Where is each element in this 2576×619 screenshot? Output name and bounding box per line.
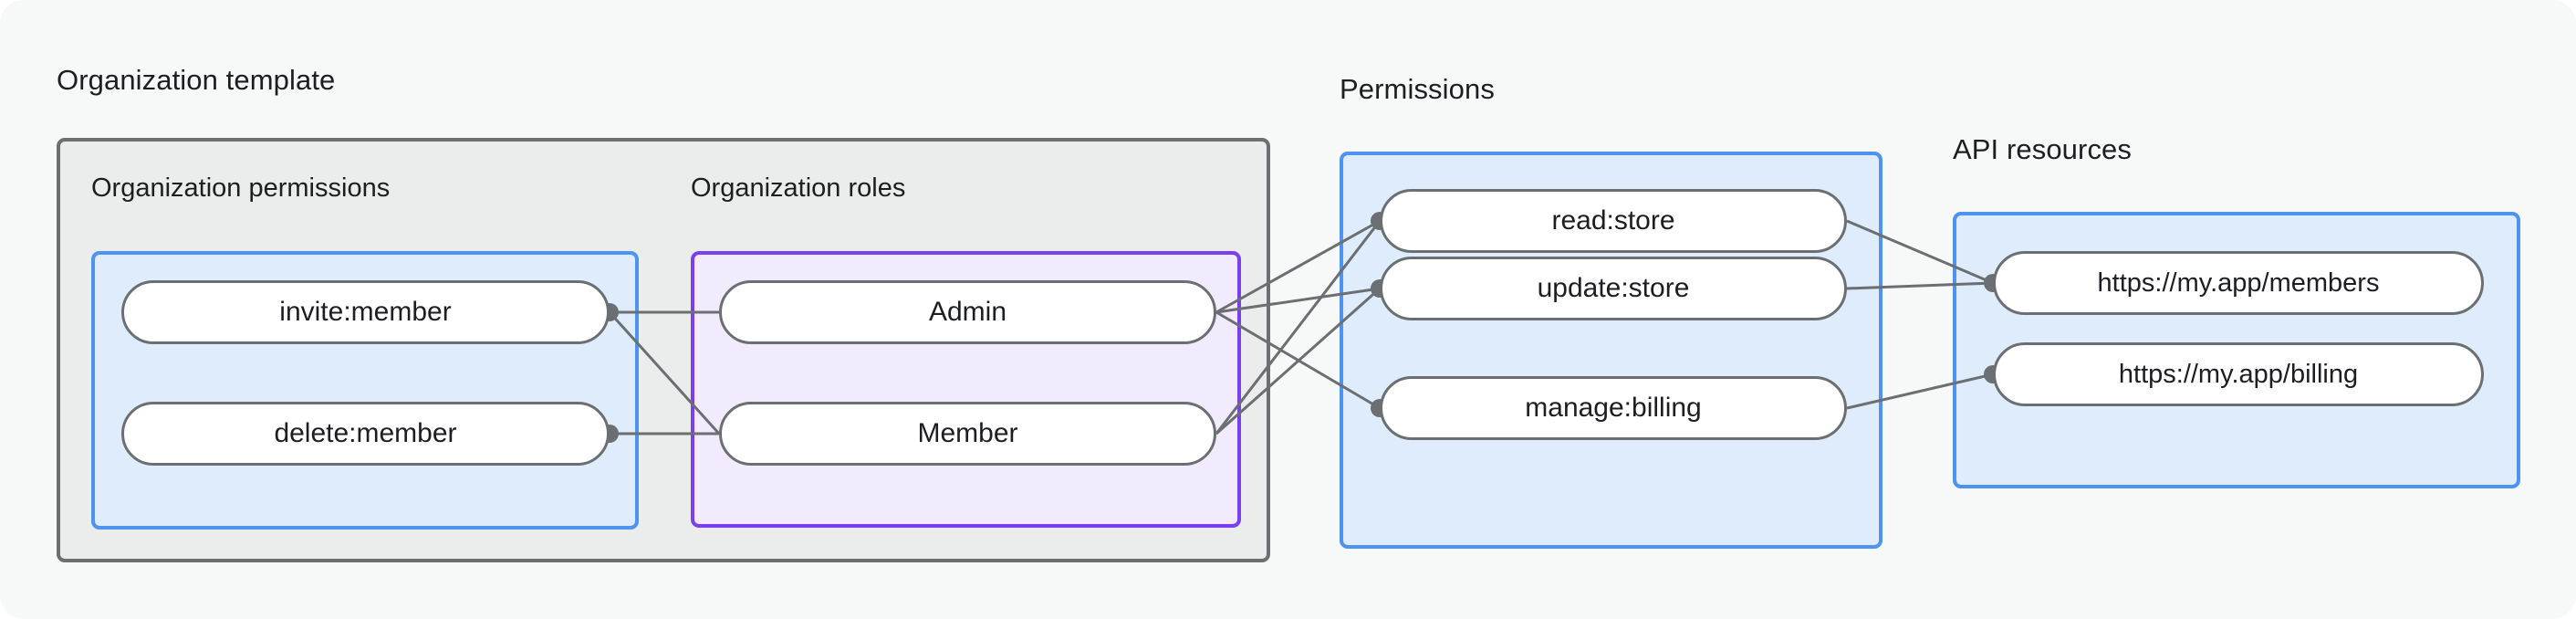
node-manage-billing[interactable]: manage:billing (1380, 376, 1847, 440)
label-organization-roles: Organization roles (691, 173, 906, 203)
label-permissions: Permissions (1340, 73, 1495, 105)
label-organization-template: Organization template (57, 64, 336, 96)
node-api-resource-billing[interactable]: https://my.app/billing (1993, 342, 2484, 406)
node-invite-member[interactable]: invite:member (121, 280, 610, 344)
node-api-resource-members[interactable]: https://my.app/members (1993, 251, 2484, 315)
node-read-store[interactable]: read:store (1380, 189, 1847, 253)
node-role-member[interactable]: Member (719, 402, 1216, 466)
node-delete-member[interactable]: delete:member (121, 402, 610, 466)
node-role-admin[interactable]: Admin (719, 280, 1216, 344)
node-update-store[interactable]: update:store (1380, 257, 1847, 320)
label-organization-permissions: Organization permissions (91, 173, 391, 203)
label-api-resources: API resources (1953, 133, 2132, 165)
